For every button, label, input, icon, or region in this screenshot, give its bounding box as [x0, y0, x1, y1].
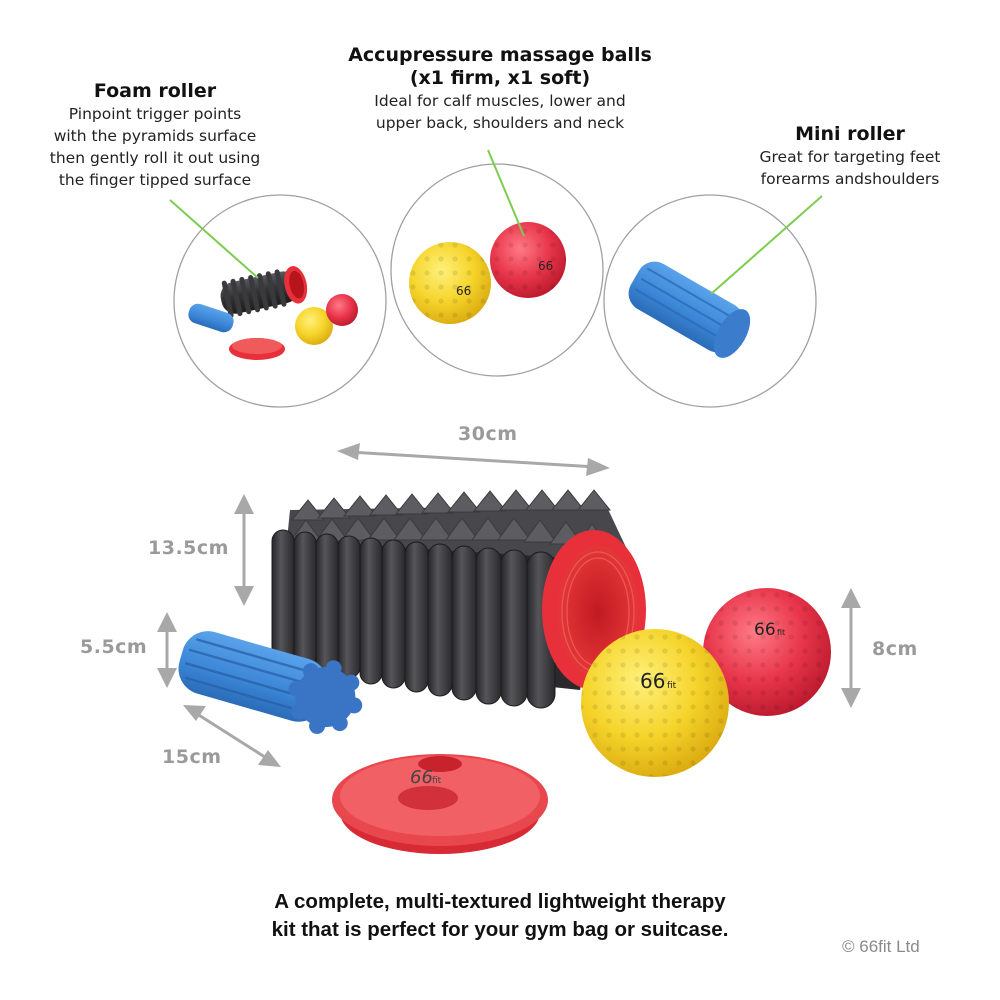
- ball-diameter-label: 8cm: [872, 638, 918, 660]
- mini-roller-title: Mini roller: [795, 123, 905, 145]
- mini-roller-callout: Mini roller Great for targeting feet for…: [720, 123, 980, 190]
- ball-brand-logo: 66: [640, 669, 665, 693]
- ball-brand-logo: 66: [754, 620, 776, 640]
- mini-roller-desc-2: forearms andshoulders: [760, 170, 940, 188]
- mini-roller-length-label: 15cm: [162, 746, 222, 768]
- tagline: A complete, multi-textured lightweight t…: [200, 888, 800, 944]
- copyright-notice: © 66fit Ltd: [842, 937, 920, 956]
- svg-text:fit: fit: [667, 681, 677, 691]
- svg-text:66: 66: [456, 284, 471, 298]
- svg-text:66: 66: [538, 259, 553, 273]
- massage-balls-thumbnail: 66 66: [390, 163, 604, 377]
- massage-balls-callout: Accupressure massage balls (x1 firm, x1 …: [310, 44, 690, 134]
- svg-text:fit: fit: [777, 628, 785, 637]
- dimension-arrows: [157, 443, 861, 767]
- tagline-line-2: kit that is perfect for your gym bag or …: [271, 918, 729, 941]
- lid-brand-logo: 66: [410, 767, 433, 788]
- foam-roller-desc-3: then gently roll it out using: [49, 149, 261, 167]
- mini-roller-desc-1: Great for targeting feet: [759, 148, 941, 166]
- tagline-line-1: A complete, multi-textured lightweight t…: [274, 890, 726, 913]
- massage-balls-title-1: Accupressure massage balls: [348, 44, 652, 66]
- massage-balls-title-2: (x1 firm, x1 soft): [409, 67, 591, 89]
- massage-balls-desc-2: upper back, shoulders and neck: [375, 114, 625, 132]
- massage-balls-desc-1: Ideal for calf muscles, lower and: [374, 92, 626, 110]
- foam-roller-length-label: 30cm: [458, 423, 518, 445]
- foam-roller-diameter-label: 13.5cm: [148, 537, 229, 559]
- foam-roller-desc-1: Pinpoint trigger points: [68, 105, 242, 123]
- pink-massage-ball: 66 fit: [703, 588, 831, 716]
- leader-lines: [169, 149, 823, 295]
- svg-text:fit: fit: [432, 776, 442, 786]
- yellow-massage-ball: 66 fit: [581, 629, 729, 777]
- foam-roller-thumbnail: [173, 194, 387, 408]
- mini-roller-diameter-label: 5.5cm: [80, 636, 148, 658]
- mini-roller-thumbnail: [603, 194, 817, 408]
- foam-roller-desc-4: the finger tipped surface: [58, 171, 252, 189]
- foam-roller-callout: Foam roller Pinpoint trigger points with…: [20, 80, 290, 191]
- foam-roller-title: Foam roller: [93, 80, 217, 102]
- foam-roller-desc-2: with the pyramids surface: [53, 127, 257, 145]
- mini-roller-main: [178, 631, 363, 734]
- red-lid: 66 fit: [332, 754, 548, 854]
